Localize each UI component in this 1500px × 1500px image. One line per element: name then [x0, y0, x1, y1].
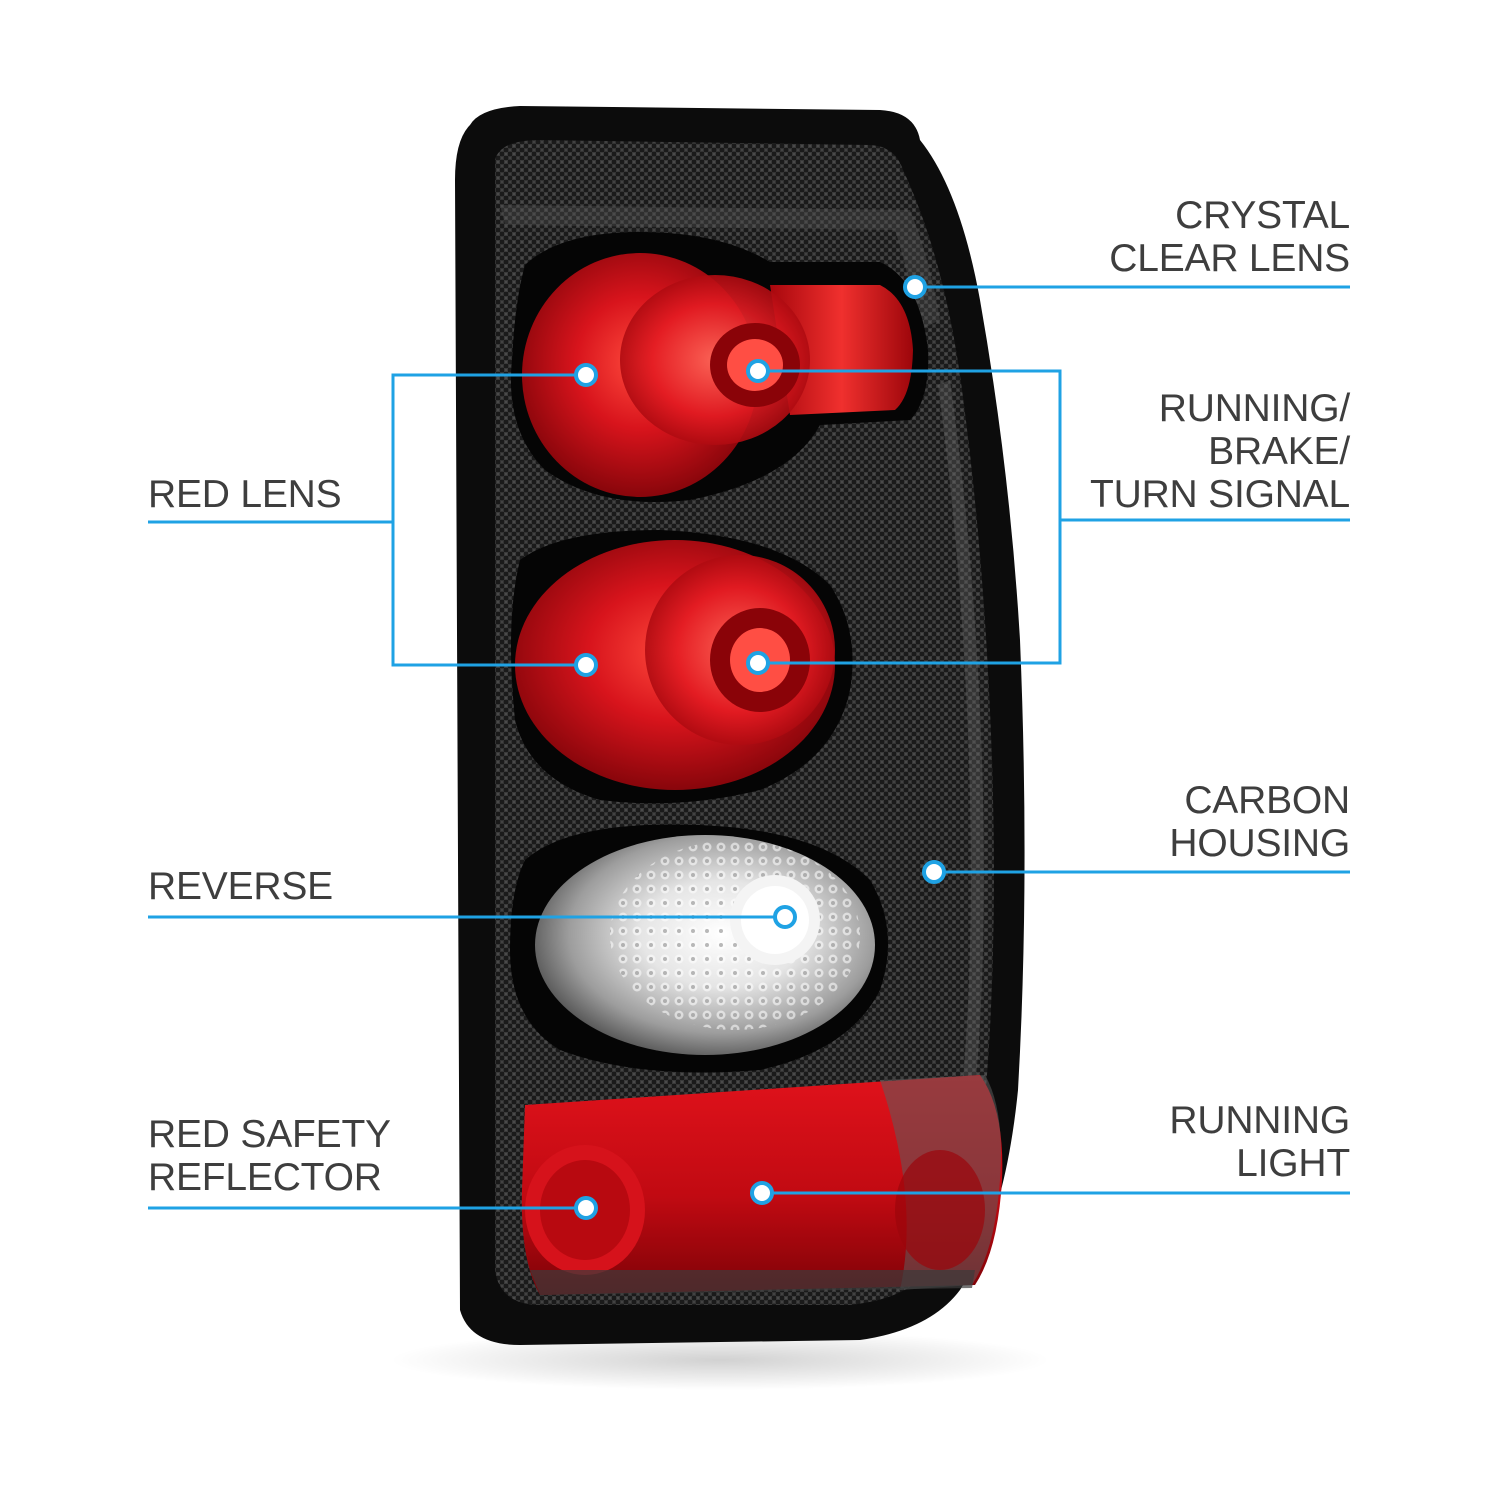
callout-label-line: REVERSE [148, 865, 333, 908]
point-running-light [750, 1181, 774, 1205]
point-carbon-housing [922, 860, 946, 884]
callout-label-line: RED SAFETY [148, 1113, 391, 1156]
callout-label-line: REFLECTOR [148, 1156, 382, 1199]
callout-red-lens: RED LENS [148, 473, 342, 516]
callout-label-line: RED LENS [148, 473, 342, 516]
bracket-red-lens [391, 373, 586, 667]
point-reverse [773, 905, 797, 929]
callout-label-line: TURN SIGNAL [1089, 473, 1350, 516]
callout-label-line: CRYSTAL [1175, 194, 1350, 237]
callout-label-line: CARBON [1184, 779, 1350, 822]
callout-carbon-housing: CARBON HOUSING [1169, 779, 1350, 865]
callout-running-brake-turn: RUNNING/ BRAKE/ TURN SIGNAL [1090, 387, 1350, 516]
callout-label-line: RUNNING [1169, 1099, 1350, 1142]
point-crystal-clear-lens [903, 275, 927, 299]
callout-running-light: RUNNING LIGHT [1169, 1099, 1350, 1185]
callout-label-line: HOUSING [1169, 822, 1350, 865]
point-brake-lower [746, 651, 770, 675]
point-brake-upper [746, 359, 770, 383]
callout-label-line: CLEAR LENS [1109, 237, 1350, 280]
lower-red-lens [511, 530, 853, 804]
point-red-lens-upper [574, 363, 598, 387]
callout-reverse: REVERSE [148, 865, 333, 908]
point-red-safety-reflector [574, 1196, 598, 1220]
callout-crystal-clear-lens: CRYSTAL CLEAR LENS [1109, 194, 1350, 280]
reverse-lens [510, 824, 888, 1073]
bracket-running-brake-turn [758, 369, 1062, 665]
point-red-lens-lower [574, 653, 598, 677]
callout-label-line: BRAKE/ [1208, 430, 1350, 473]
callout-red-safety-reflector: RED SAFETY REFLECTOR [148, 1113, 391, 1199]
callout-lines [148, 275, 1350, 1220]
callout-label-line: RUNNING/ [1158, 387, 1350, 430]
floor-shadow [390, 1330, 1050, 1390]
callout-label-line: LIGHT [1236, 1142, 1350, 1185]
